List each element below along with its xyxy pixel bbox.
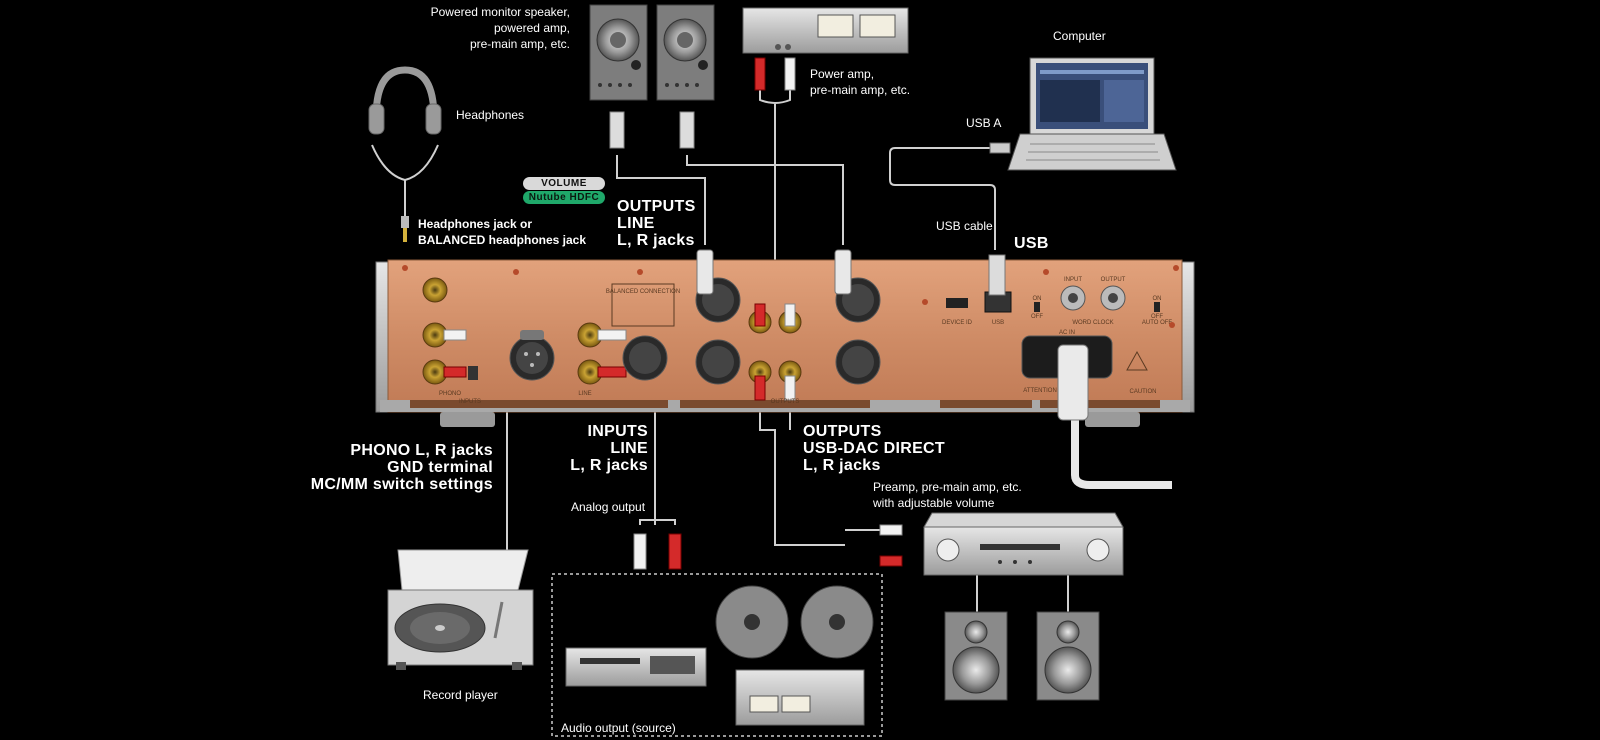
panel-caution: CAUTION (1130, 389, 1157, 395)
panel-auto-off: AUTO OFF (1142, 320, 1173, 326)
label-outputs-line-line-3: L, R jacks (617, 232, 695, 249)
label-analog-output: Analog output (571, 500, 646, 514)
panel-line: LINE (578, 391, 591, 397)
laptop-icon (989, 57, 1177, 171)
label-outputs-line-line-1: OUTPUTS (617, 198, 696, 215)
label-usb: USB (1014, 235, 1049, 252)
label-outputs-usbdac-line-3: L, R jacks (803, 457, 881, 474)
panel-on-2: ON (1153, 296, 1162, 302)
panel-ac-in: AC IN (1059, 330, 1075, 336)
label-power-amp: Power amp, pre-main amp, etc. (810, 66, 910, 98)
label-inputs-line-line-2: LINE (610, 440, 648, 457)
panel-device-id: DEVICE ID (942, 320, 973, 326)
label-phono-line-2: GND terminal (387, 459, 493, 476)
panel-attention: ATTENTION (1023, 388, 1057, 394)
panel-off-2: OFF (1151, 314, 1163, 320)
label-computer: Computer (1053, 29, 1106, 43)
label-headphones-jack: Headphones jack or BALANCED headphones j… (418, 216, 586, 248)
label-headphones-jack-line-2: BALANCED headphones jack (418, 233, 587, 247)
label-preamp-line-1: Preamp, pre-main amp, etc. (873, 480, 1022, 494)
preamp-icon (879, 512, 1124, 576)
panel-input: INPUT (1064, 277, 1082, 283)
headphones-icon (368, 66, 442, 242)
label-audio-output-source: Audio output (source) (561, 721, 676, 735)
label-inputs-line: INPUTS LINE L, R jacks (540, 423, 648, 474)
analog-output-plugs (633, 533, 682, 570)
monitor-speaker-left (589, 4, 648, 149)
nutube-badge: Nutube HDFC (523, 191, 605, 204)
label-usb-cable: USB cable (936, 219, 993, 233)
label-powered-monitor-line-1: Powered monitor speaker, (430, 5, 570, 19)
panel-on-1: ON (1033, 296, 1042, 302)
audio-source-box (551, 573, 883, 737)
floor-speaker-right (1036, 611, 1100, 701)
power-amp-icon (742, 7, 909, 91)
main-unit-rear-panel (375, 249, 1195, 427)
label-phono: PHONO L, R jacks GND terminal MC/MM swit… (288, 442, 493, 493)
panel-off-1: OFF (1031, 314, 1043, 320)
label-phono-line-1: PHONO L, R jacks (350, 442, 493, 459)
panel-outputs: OUTPUTS (771, 399, 800, 405)
label-outputs-usbdac: OUTPUTS USB-DAC DIRECT L, R jacks (803, 423, 945, 474)
label-powered-monitor-line-2: powered amp, (493, 21, 570, 35)
label-powered-monitor-line-3: pre-main amp, etc. (469, 37, 570, 51)
panel-inputs: INPUTS (459, 399, 481, 405)
panel-balanced-connection: BALANCED CONNECTION (606, 289, 680, 295)
label-outputs-line-line-2: LINE (617, 215, 655, 232)
label-outputs-line: OUTPUTS LINE L, R jacks (617, 198, 696, 249)
label-headphones-jack-line-1: Headphones jack or (418, 217, 533, 231)
floor-speaker-left (944, 611, 1008, 701)
record-player-icon (387, 549, 534, 670)
panel-text: BALANCED CONNECTION INPUTS OUTPUTS PHONO… (439, 277, 1172, 405)
label-power-amp-line-1: Power amp, (810, 67, 875, 81)
label-headphones: Headphones (456, 108, 525, 122)
label-preamp-line-2: with adjustable volume (873, 496, 995, 510)
volume-badge: VOLUME (523, 177, 605, 190)
label-power-amp-line-2: pre-main amp, etc. (810, 83, 911, 97)
panel-word-clock: WORD CLOCK (1072, 320, 1113, 326)
panel-output: OUTPUT (1101, 277, 1126, 283)
label-usb-a: USB A (966, 116, 1002, 130)
label-inputs-line-line-1: INPUTS (587, 423, 648, 440)
label-preamp: Preamp, pre-main amp, etc. with adjustab… (873, 479, 1022, 511)
label-phono-line-3: MC/MM switch settings (310, 476, 493, 493)
label-inputs-line-line-3: L, R jacks (570, 457, 648, 474)
label-outputs-usbdac-line-1: OUTPUTS (803, 423, 882, 440)
panel-phono: PHONO (439, 391, 461, 397)
label-powered-monitor: Powered monitor speaker, powered amp, pr… (400, 4, 570, 52)
monitor-speaker-right (656, 4, 715, 149)
panel-usb: USB (992, 320, 1004, 326)
label-outputs-usbdac-line-2: USB-DAC DIRECT (803, 440, 945, 457)
label-record-player: Record player (423, 688, 498, 702)
